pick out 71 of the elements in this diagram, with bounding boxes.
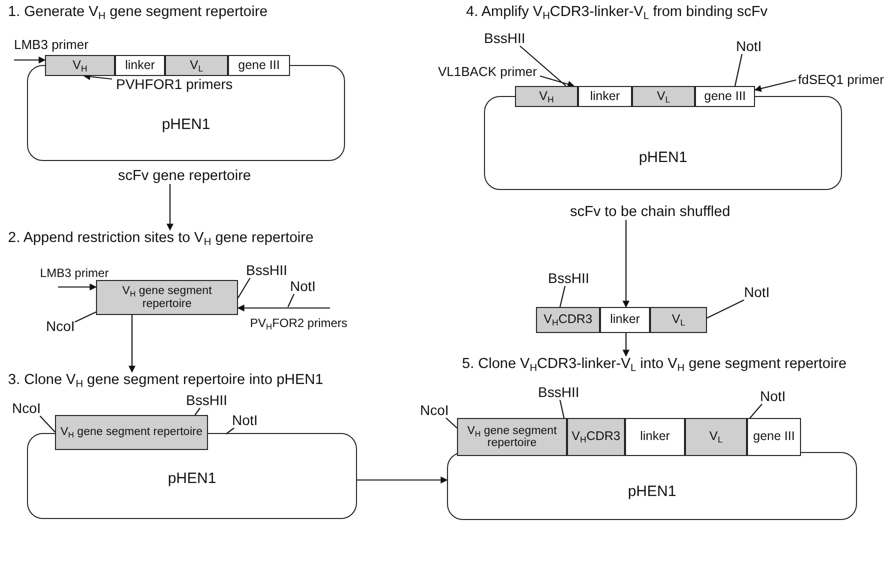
primer-label: PVHFOR1 primers — [116, 76, 233, 92]
gene-segment: gene III — [747, 418, 801, 456]
gene-segment: V$_{H}$ — [515, 86, 578, 107]
leader-line — [559, 286, 566, 308]
leader-line — [194, 408, 200, 416]
restriction-site-label: NotI — [760, 388, 786, 404]
restriction-site-label: BssHII — [484, 30, 526, 46]
primer-label: LMB3 primer — [14, 37, 88, 52]
primer-label: fdSEQ1 primer — [798, 72, 884, 87]
leader-line — [40, 416, 56, 432]
gene-segment: V$_{H}$ — [45, 55, 115, 76]
gene-segment: V$_{L}$ — [632, 86, 695, 107]
leader-line — [288, 294, 294, 308]
leader-line — [706, 300, 744, 318]
plasmid-name: pHEN1 — [638, 149, 688, 166]
plasmid-name: pHEN1 — [626, 483, 678, 500]
leader-line — [446, 418, 458, 428]
primer-arrow — [14, 56, 46, 64]
primer-arrow — [540, 75, 575, 88]
gene-segment: gene III — [228, 55, 290, 76]
restriction-site-label: NcoI — [46, 318, 75, 334]
gene-segment: V$_{H}$CDR3 — [567, 418, 625, 456]
gene-segment: linker — [625, 418, 685, 456]
restriction-site-label: BssHII — [548, 270, 590, 286]
step-heading: 5. Clone V$_{H}$CDR3-linker-V$_{L}$ into V$_{H}$ gene segment repertoire — [462, 356, 847, 372]
leader-line — [750, 404, 762, 418]
restriction-site-label: NcoI — [420, 402, 449, 418]
step-heading: 1. Generate V$_{H}$ gene segment repertoire — [8, 4, 268, 20]
primer-label: VL1BACK primer — [438, 64, 537, 79]
leader-line — [226, 428, 234, 434]
arrow — [166, 184, 174, 231]
primer-label: PV$_{H}$FOR2 primers — [250, 316, 348, 330]
restriction-site-label: NotI — [744, 284, 770, 300]
arrow — [622, 333, 630, 357]
gene-segment: V$_{L}$ — [165, 55, 228, 76]
restriction-site-label: BssHII — [538, 384, 580, 400]
plasmid-caption: scFv to be chain shuffled — [570, 204, 730, 220]
primer-arrow — [58, 284, 97, 290]
gene-segment: V$_{L}$ — [685, 418, 747, 456]
gene-fragment: V$_{H}$ gene segment repertoire — [457, 418, 567, 456]
restriction-site-label: NotI — [232, 412, 258, 428]
restriction-site-label: NotI — [290, 278, 316, 294]
leader-line — [520, 46, 566, 86]
gene-segment: linker — [115, 55, 165, 76]
plasmid-caption: scFv gene repertoire — [118, 168, 251, 184]
gene-fragment: V$_{H}$ gene segment repertoire — [55, 415, 208, 450]
step-heading: 3. Clone V$_{H}$ gene segment repertoire into pHEN1 — [8, 372, 324, 388]
restriction-site-label: NotI — [736, 38, 762, 54]
restriction-site-label: NcoI — [12, 400, 41, 416]
leader-line — [238, 278, 250, 298]
leader-line — [734, 54, 743, 86]
gene-segment: gene III — [695, 86, 755, 107]
primer-label: LMB3 primer — [40, 266, 109, 280]
leader-line — [559, 400, 565, 418]
primer-arrow — [237, 304, 330, 312]
arrow — [128, 315, 136, 373]
gene-segment: V$_{H}$CDR3 — [536, 307, 600, 333]
gene-segment: V$_{L}$ — [650, 307, 707, 333]
primer-arrow — [754, 79, 796, 92]
restriction-site-label: BssHII — [186, 392, 228, 408]
plasmid-name: pHEN1 — [166, 470, 218, 487]
restriction-site-label: BssHII — [246, 262, 288, 278]
step-heading: 2. Append restriction sites to V$_{H}$ gene repertoire — [8, 230, 314, 246]
gene-segment: linker — [578, 86, 632, 107]
gene-segment: linker — [600, 307, 650, 333]
gene-fragment: V$_{H}$ gene segment repertoire — [96, 280, 238, 315]
arrow — [357, 476, 448, 484]
arrow — [622, 220, 630, 308]
step-heading: 4. Amplify V$_{H}$CDR3-linker-V$_{L}$ from binding scFv — [466, 4, 768, 20]
leader-line — [74, 312, 96, 322]
plasmid-name: pHEN1 — [160, 116, 212, 133]
